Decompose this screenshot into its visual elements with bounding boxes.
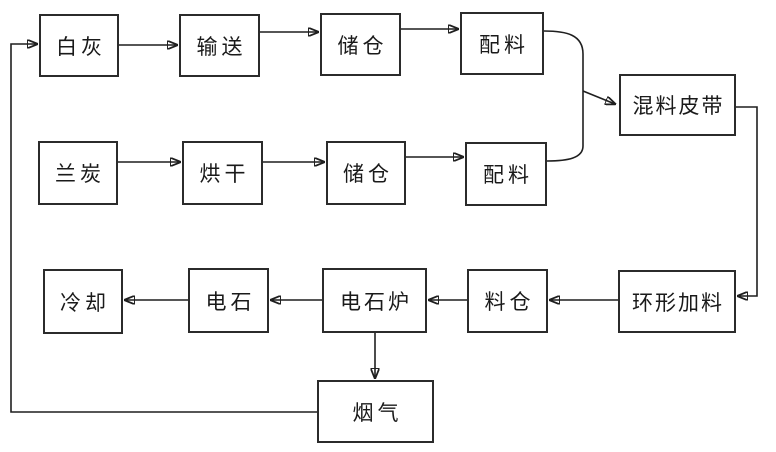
node-storage-top: 储仓 [320, 13, 401, 76]
node-ring-feeder: 环形加料 [618, 270, 736, 333]
edge-batching-merge-line [543, 30, 584, 162]
node-cooling: 冷却 [43, 269, 123, 334]
node-conveying: 输送 [179, 14, 260, 77]
edge-merge-to-mixing-belt [582, 90, 615, 104]
node-material-bin: 料仓 [467, 269, 548, 333]
node-batching-top: 配料 [460, 12, 544, 75]
node-white-lime: 白灰 [39, 14, 119, 77]
node-batching-bottom: 配料 [465, 142, 547, 206]
node-storage-bottom: 储仓 [326, 141, 406, 205]
edge-mixing-belt-to-ring-feeder [736, 106, 758, 296]
node-flue-gas: 烟气 [317, 380, 434, 443]
node-mixing-belt: 混料皮带 [619, 74, 736, 136]
node-calcium-carbide: 电石 [188, 268, 269, 333]
node-drying: 烘干 [182, 141, 263, 205]
edge-flue-gas-to-white-lime [10, 44, 317, 413]
node-carbide-furnace: 电石炉 [322, 268, 427, 333]
node-semi-coke: 兰炭 [38, 141, 118, 205]
